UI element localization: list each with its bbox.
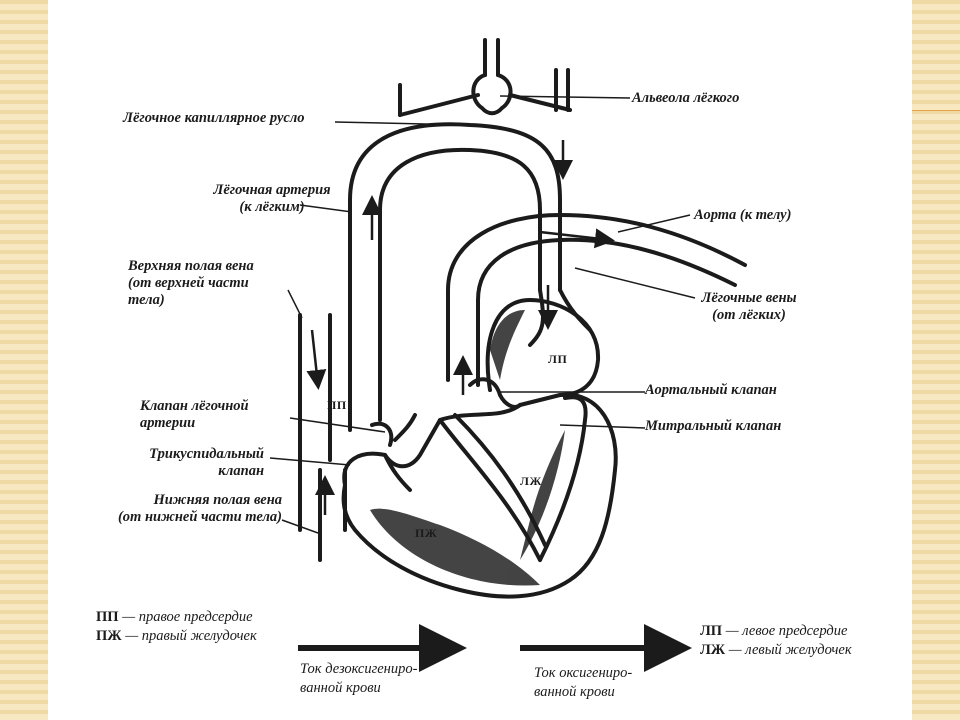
legend-rv-text: — правый желудочек <box>125 628 257 644</box>
label-svc-line1: Верхняя полая вена <box>128 258 254 274</box>
leader-tricuspid <box>269 457 351 466</box>
label-pulmonary-artery-line1: Лёгочная артерия <box>213 182 331 198</box>
legend-oxy-line1: Ток оксигениро- <box>534 665 633 681</box>
leader-pv <box>574 267 696 299</box>
legend-ra: ПП — правое предсердие <box>96 608 257 627</box>
legend-lv: ЛЖ — левый желудочек <box>700 641 852 660</box>
rv-shade <box>370 508 540 586</box>
leader-capillary <box>334 121 471 126</box>
legend-deoxy-line2: ванной крови <box>300 680 381 696</box>
lv-shade <box>520 430 565 560</box>
label-capillary-bed: Лёгочное капиллярное русло <box>123 110 305 126</box>
left-atrium <box>485 298 601 397</box>
label-aortic-valve: Аортальный клапан <box>645 382 777 398</box>
label-tricuspid-valve: Трикуспидальный клапан <box>118 446 264 480</box>
legend-oxy: Ток оксигениро- ванной крови <box>534 664 632 702</box>
leader-pa <box>299 204 353 213</box>
right-decor-border <box>912 0 960 720</box>
label-ivc-line2: (от нижней части тела) <box>117 509 282 525</box>
chamber-rv: ПЖ <box>415 526 438 540</box>
label-aorta: Аорта (к телу) <box>694 207 792 223</box>
label-pulmonary-artery-line2: (к лёгким) <box>239 199 305 215</box>
leader-alveola <box>499 95 631 99</box>
heart-outline <box>341 392 618 599</box>
accent-line <box>908 110 960 111</box>
label-pulmonary-veins: Лёгочные вены (от лёгких) <box>684 290 814 324</box>
label-ivc: Нижняя полая вена (от нижней части тела) <box>72 492 282 526</box>
chamber-ra: ПП <box>327 398 347 412</box>
leader-mitral <box>559 424 646 429</box>
legend-deoxy-line1: Ток дезоксигениро- <box>300 661 418 677</box>
label-alveola: Альвеола лёгкого <box>632 90 740 106</box>
label-mitral-valve: Митральный клапан <box>645 418 782 434</box>
label-pulmonary-veins-line2: (от лёгких) <box>712 307 786 323</box>
leader-svc <box>287 289 303 319</box>
alveolus-shape <box>398 38 572 117</box>
lv-inner-wall <box>538 395 588 562</box>
label-pulmonary-valve-line2: артерии <box>140 415 196 431</box>
label-tricuspid-valve-line2: клапан <box>218 463 264 479</box>
leader-aorta <box>617 214 691 233</box>
legend-ra-abbr: ПП <box>96 609 119 625</box>
label-pulmonary-artery: Лёгочная артерия (к лёгким) <box>197 182 347 216</box>
legend-ra-text: — правое предсердие <box>122 609 253 625</box>
legend-right: ПП — правое предсердие ПЖ — правый желуд… <box>96 608 257 646</box>
label-pulmonary-valve: Клапан лёгочной артерии <box>140 398 249 432</box>
label-svc-line2: (от верхней части <box>128 275 249 291</box>
legend-left: ЛП — левое предсердие ЛЖ — левый желудоч… <box>700 622 852 660</box>
label-pulmonary-valve-line1: Клапан лёгочной <box>140 398 249 414</box>
label-svc-line3: тела) <box>128 292 165 308</box>
tricuspid-valve-shape <box>383 453 412 492</box>
legend-la-abbr: ЛП <box>700 623 723 639</box>
label-svc: Верхняя полая вена (от верхней части тел… <box>128 258 254 309</box>
legend-oxy-line2: ванной крови <box>534 684 615 700</box>
label-ivc-line1: Нижняя полая вена <box>153 492 282 508</box>
right-atrium <box>298 313 347 562</box>
legend-la: ЛП — левое предсердие <box>700 622 852 641</box>
label-pulmonary-veins-line1: Лёгочные вены <box>701 290 797 306</box>
aorta-arch <box>446 213 747 387</box>
chamber-la: ЛП <box>548 352 568 366</box>
la-shade <box>490 310 525 380</box>
pulmonary-arch <box>348 122 562 432</box>
legend-deoxy: Ток дезоксигениро- ванной крови <box>300 660 417 698</box>
legend-la-text: — левое предсердие <box>725 623 848 639</box>
flow-arrow-aorta <box>539 228 615 249</box>
label-tricuspid-valve-line1: Трикуспидальный <box>149 446 264 462</box>
chamber-lv: ЛЖ <box>520 474 542 488</box>
pulmonary-valve-shape <box>370 413 417 447</box>
legend-rv: ПЖ — правый желудочек <box>96 627 257 646</box>
leader-ivc <box>281 519 319 534</box>
leader-pulm-valve <box>289 417 386 433</box>
flow-arrow-svc <box>306 329 327 390</box>
legend-lv-text: — левый желудочек <box>728 642 852 658</box>
legend-lv-abbr: ЛЖ <box>700 642 726 658</box>
aortic-valve-shape <box>468 377 522 409</box>
left-decor-border <box>0 0 48 720</box>
legend-rv-abbr: ПЖ <box>96 628 122 644</box>
